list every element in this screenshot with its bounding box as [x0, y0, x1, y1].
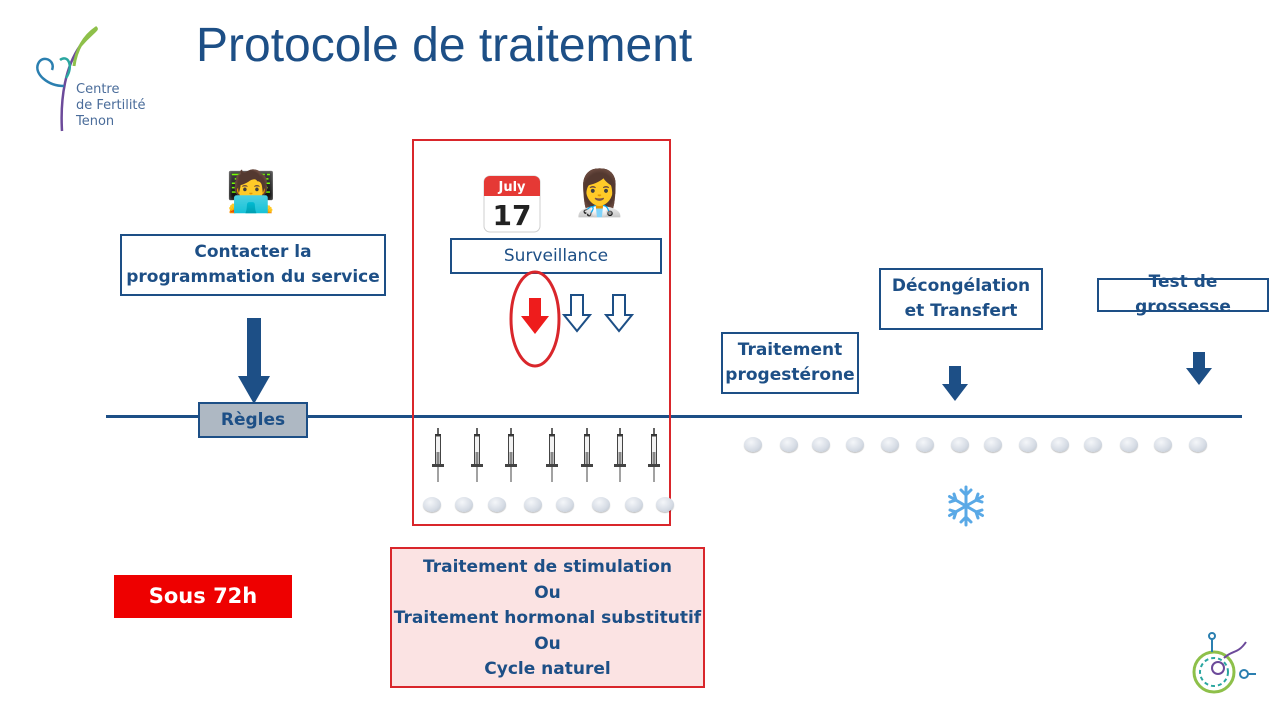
stimulation-box: Traitement de stimulation Ou Traitement …	[390, 547, 705, 688]
syringe-icon	[470, 427, 484, 483]
snowflake-icon	[948, 485, 984, 527]
calendar-month: July	[497, 180, 526, 195]
pill-icon	[524, 497, 542, 512]
monitoring-frame	[412, 139, 671, 526]
pill-icon	[1189, 437, 1207, 452]
contact-box: Contacter la programmation du service	[120, 234, 386, 296]
progesterone-line: progestérone	[725, 365, 855, 385]
pill-icon	[1019, 437, 1037, 452]
pill-icon	[916, 437, 934, 452]
hollow-arrow-down-icon	[604, 294, 634, 333]
pill-icon	[812, 437, 830, 452]
arrow-down-icon	[942, 366, 968, 401]
pill-icon	[1154, 437, 1172, 452]
syringe-icon	[431, 427, 445, 483]
logo-line: Tenon	[76, 114, 115, 129]
red-arrow-down-icon	[521, 298, 549, 334]
pill-icon	[455, 497, 473, 512]
pill-icon	[881, 437, 899, 452]
stimulation-line: Ou	[534, 633, 561, 654]
calendar-icon: July 17	[483, 175, 541, 233]
decongelation-box: Décongélation et Transfert	[879, 268, 1043, 330]
test-box: Test de grossesse	[1097, 272, 1269, 317]
contact-line: Contacter la	[194, 242, 312, 262]
decongelation-line: et Transfert	[904, 301, 1018, 321]
calendar-day: 17	[493, 199, 532, 232]
pill-icon	[984, 437, 1002, 452]
arrow-down-icon	[1186, 352, 1212, 385]
logo-line: de Fertilité	[76, 98, 146, 113]
pill-icon	[1084, 437, 1102, 452]
regles-box: Règles	[198, 402, 308, 438]
highlight-circle	[509, 270, 561, 368]
pill-icon	[488, 497, 506, 512]
pill-icon	[951, 437, 969, 452]
pill-icon	[780, 437, 798, 452]
logo-line: Centre	[76, 82, 120, 97]
stimulation-line: Traitement hormonal substitutif	[393, 608, 702, 629]
test-label: Test de grossesse	[1135, 272, 1231, 317]
pill-icon	[423, 497, 441, 512]
stimulation-line: Cycle naturel	[484, 659, 611, 680]
pill-icon	[846, 437, 864, 452]
syringe-icon	[613, 427, 627, 483]
timeline	[106, 415, 1242, 418]
arrow-down-icon	[238, 318, 270, 404]
doctor-icon: 👩‍⚕️	[572, 168, 627, 219]
stimulation-line: Ou	[534, 582, 561, 603]
pill-icon	[625, 497, 643, 512]
pill-icon	[556, 497, 574, 512]
syringe-icon	[545, 427, 559, 483]
progesterone-line: Traitement	[737, 340, 843, 360]
stimulation-line: Traitement de stimulation	[423, 557, 672, 577]
hollow-arrow-down-icon	[562, 294, 592, 333]
decongelation-line: Décongélation	[891, 276, 1031, 296]
page-title: Protocole de traitement	[196, 19, 693, 72]
pill-icon	[592, 497, 610, 512]
logo-text: Centre de Fertilité Tenon	[76, 82, 146, 130]
fertility-logo-icon	[36, 26, 98, 132]
syringe-icon	[504, 427, 518, 483]
surveillance-box: Surveillance	[450, 238, 662, 274]
embryo-icon	[1192, 632, 1256, 694]
pill-icon	[1051, 437, 1069, 452]
progesterone-box: Traitement progestérone	[721, 332, 859, 394]
pill-icon	[1120, 437, 1138, 452]
sous-72h-badge: Sous 72h	[114, 575, 292, 618]
pill-icon	[744, 437, 762, 452]
contact-line: programmation du service	[126, 267, 380, 287]
syringe-icon	[580, 427, 594, 483]
person-laptop-icon: 🧑‍💻	[226, 169, 276, 215]
syringe-icon	[647, 427, 661, 483]
syringes	[431, 427, 661, 483]
pill-icon	[656, 497, 674, 512]
